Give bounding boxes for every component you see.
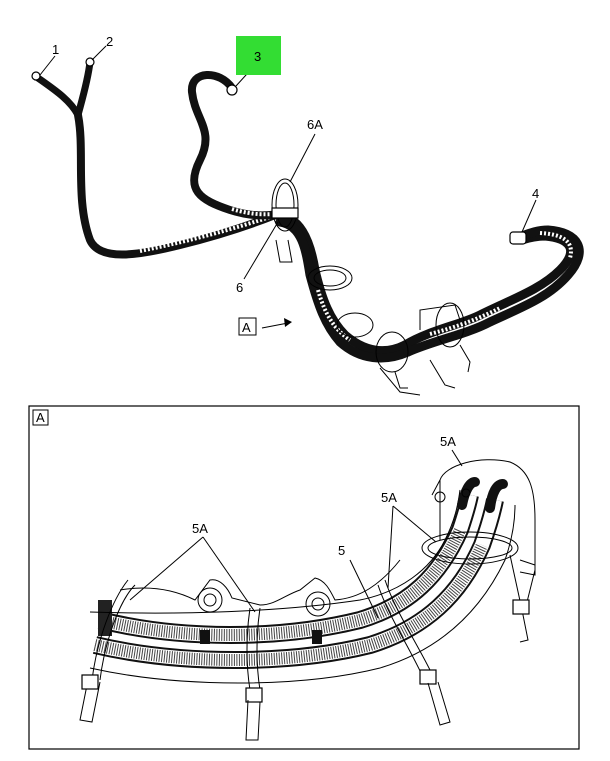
callout-5[interactable]: 5 bbox=[338, 543, 345, 558]
view-a-label: A bbox=[242, 320, 251, 335]
callout-1[interactable]: 1 bbox=[52, 42, 59, 57]
view-a-arrow-icon bbox=[261, 322, 289, 329]
end-bracket bbox=[431, 459, 536, 611]
fitting-4-icon bbox=[509, 231, 527, 245]
callout-6[interactable]: 6 bbox=[236, 280, 243, 295]
ring-clamp-mid bbox=[245, 607, 263, 741]
detail-a-frame bbox=[28, 405, 580, 750]
mounting-bracket bbox=[119, 559, 401, 617]
detail-a-tag: A bbox=[36, 410, 45, 425]
detail-hose-bundle bbox=[89, 477, 516, 684]
view-a-indicator: A bbox=[238, 317, 292, 336]
ring-clamp-top bbox=[421, 531, 530, 643]
upper-harness-view: A 1 2 3 6A 6 4 bbox=[31, 34, 584, 396]
ring-clamps-detail bbox=[79, 531, 530, 741]
ring-clamp-right bbox=[377, 579, 451, 726]
view-a-box bbox=[238, 317, 257, 336]
hose-3 bbox=[188, 71, 284, 220]
leader-lines-detail bbox=[129, 449, 463, 619]
detail-a-view: A bbox=[28, 405, 580, 750]
callout-2[interactable]: 2 bbox=[106, 34, 113, 49]
clamp-6 bbox=[271, 178, 299, 263]
ring-clamp-left bbox=[79, 579, 136, 723]
detail-a-tag-box bbox=[32, 409, 49, 426]
leader-lines-upper bbox=[39, 45, 537, 280]
main-bundle bbox=[270, 210, 584, 363]
callout-5a-mid[interactable]: 5A bbox=[381, 490, 397, 505]
fitting-1-icon bbox=[31, 71, 41, 81]
ring-clamps-upper bbox=[307, 265, 471, 396]
callout-5a-left[interactable]: 5A bbox=[192, 521, 208, 536]
hose-1-2-assembly bbox=[31, 57, 279, 259]
callout-4[interactable]: 4 bbox=[532, 186, 539, 201]
arrowhead-icon bbox=[284, 318, 292, 327]
fitting-3-icon bbox=[226, 84, 238, 96]
callout-3-highlight[interactable] bbox=[236, 36, 281, 75]
callout-3[interactable]: 3 bbox=[254, 49, 261, 64]
callout-6a[interactable]: 6A bbox=[307, 117, 323, 132]
callout-5a-top[interactable]: 5A bbox=[440, 434, 456, 449]
